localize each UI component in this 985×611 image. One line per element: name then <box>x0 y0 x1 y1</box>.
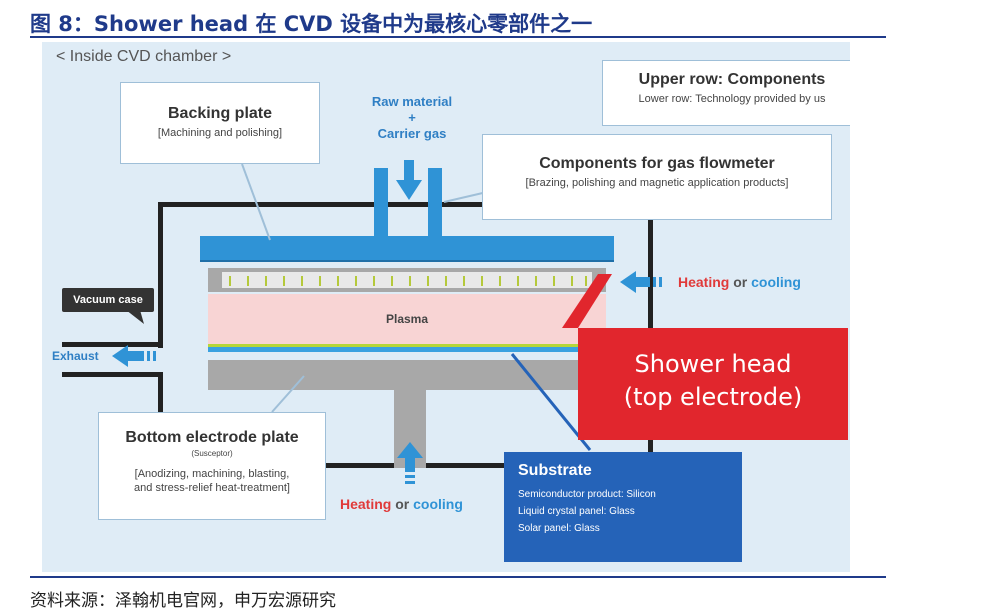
chamber-wall-left-upper <box>158 202 163 348</box>
gas-flowmeter-title: Components for gas flowmeter <box>539 155 775 172</box>
substrate-title: Substrate <box>518 462 592 479</box>
backing-plate-callout: Backing plate [Machining and polishing] <box>120 82 320 164</box>
substrate-item: Solar panel: Glass <box>518 523 600 534</box>
heating-bottom-text: Heating <box>340 496 392 512</box>
heating-cooling-right: Heating or cooling <box>678 274 801 290</box>
bottom-electrode-title: Bottom electrode plate <box>125 429 299 446</box>
exhaust-arrow-icon <box>112 345 156 367</box>
gas-flowmeter-tech: [Brazing, polishing and magnetic applica… <box>525 177 789 189</box>
substrate-layer <box>208 344 606 347</box>
vacuum-case-pointer-icon <box>126 310 144 324</box>
source-rule <box>30 576 886 578</box>
shower-head-line1: Shower head <box>634 350 792 378</box>
chamber-label: < Inside CVD chamber > <box>56 48 232 65</box>
cooling-right-text: cooling <box>751 274 801 290</box>
vacuum-case-label: Vacuum case <box>62 288 154 312</box>
gas-flowmeter-callout: Components for gas flowmeter [Brazing, p… <box>482 134 832 220</box>
heat-arrow-right-icon <box>620 271 662 293</box>
shower-head-line2: (top electrode) <box>623 383 803 411</box>
bottom-electrode-tech-2: and stress-relief heat-treatment] <box>134 482 290 494</box>
figure-title: 图 8：Shower head 在 CVD 设备中为最核心零部件之一 <box>30 12 593 36</box>
exhaust-label: Exhaust <box>52 349 99 363</box>
exhaust-wall-lower <box>62 372 162 377</box>
bottom-electrode-callout: Bottom electrode plate (Susceptor) [Anod… <box>98 412 326 520</box>
exhaust-wall-upper <box>62 342 162 347</box>
diagram-panel: < Inside CVD chamber > Plasma <box>42 42 850 572</box>
bottom-electrode-tech-1: [Anodizing, machining, blasting, <box>134 468 290 480</box>
cooling-bottom-text: cooling <box>413 496 463 512</box>
substrate-item: Semiconductor product: Silicon <box>518 489 656 500</box>
or-right-text: or <box>733 274 748 290</box>
title-rule <box>30 36 886 38</box>
substrate-callout: Substrate Semiconductor product: Silicon… <box>504 452 742 562</box>
raw-material-line2: Carrier gas <box>377 126 447 141</box>
raw-material-label: Raw material + Carrier gas <box>360 94 464 142</box>
chamber-wall-top <box>158 202 652 207</box>
heating-right-text: Heating <box>678 274 730 290</box>
raw-material-plus: + <box>408 110 416 125</box>
legend-upper-row: Upper row: Components <box>638 71 826 88</box>
susceptor-top-layer <box>208 347 606 352</box>
heat-arrow-up-icon <box>397 442 423 484</box>
bottom-electrode-subtitle: (Susceptor) <box>191 449 233 458</box>
gas-inlet-pipe-left <box>374 168 388 238</box>
substrate-item: Liquid crystal panel: Glass <box>518 506 635 517</box>
backing-plate-title: Backing plate <box>167 105 273 122</box>
bottom-electrode-plate <box>208 360 606 390</box>
leader-lines <box>241 163 612 451</box>
gas-holes-graphic <box>229 276 587 286</box>
backing-plate <box>200 236 614 262</box>
legend-box: Upper row: Components Lower row: Technol… <box>602 60 850 126</box>
or-bottom-text: or <box>395 496 410 512</box>
source-note: 资料来源：泽翰机电官网，申万宏源研究 <box>30 591 336 611</box>
shower-head-callout: Shower head (top electrode) <box>578 328 848 440</box>
shower-head-holes <box>222 272 592 288</box>
backing-plate-tech: [Machining and polishing] <box>157 127 283 139</box>
raw-material-line1: Raw material <box>371 94 453 109</box>
plasma-region <box>208 294 606 346</box>
plasma-label: Plasma <box>385 312 429 326</box>
down-arrow-icon <box>396 160 422 200</box>
legend-lower-row: Lower row: Technology provided by us <box>638 93 826 105</box>
heating-cooling-bottom: Heating or cooling <box>340 496 463 512</box>
gas-inlet-pipe-right <box>428 168 442 238</box>
